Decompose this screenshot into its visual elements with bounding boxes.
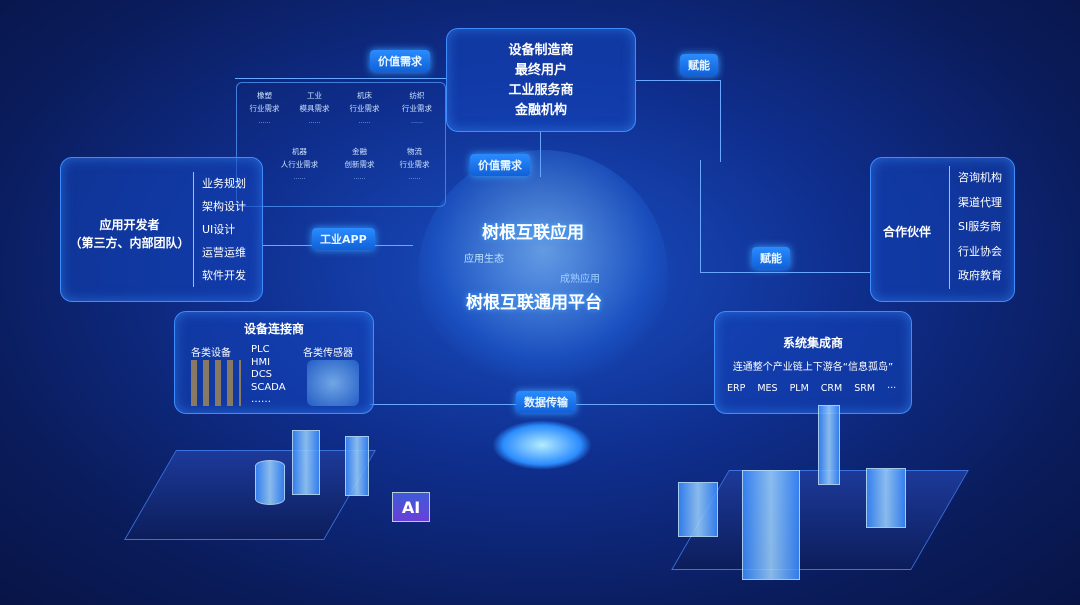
- protocol: ……: [251, 394, 271, 405]
- device-icons: [191, 360, 241, 406]
- developer-box: 应用开发者 （第三方、内部团队） 业务规划 架构设计 UI设计 运营运维 软件开…: [60, 157, 263, 302]
- need-cell: 物流行业需求 ……: [387, 145, 442, 184]
- need-cell: 橡塑行业需求 ……: [242, 89, 287, 128]
- connector: [345, 78, 346, 79]
- system: CRM: [820, 383, 843, 394]
- building: [255, 460, 285, 505]
- need-title: 橡塑: [257, 91, 272, 100]
- need-title: 机器: [292, 147, 307, 156]
- developer-title: 应用开发者: [99, 218, 160, 232]
- system: SRM: [854, 383, 876, 394]
- integrator-desc: 连通整个产业链上下游各“信息孤岛”: [732, 362, 894, 373]
- system: PLM: [789, 383, 809, 394]
- need-desc: ……: [353, 174, 366, 181]
- need-title: 物流: [407, 147, 422, 156]
- value-demand-tag: 价值需求: [470, 154, 530, 176]
- building: [292, 430, 320, 495]
- platform-globe: [418, 150, 668, 400]
- eco-label: 应用生态: [464, 254, 504, 265]
- developer-item: 架构设计: [202, 200, 246, 213]
- sensor-image: [307, 360, 359, 406]
- need-cell: 机床行业需求 ……: [342, 89, 387, 128]
- need-cell: 纺织行业需求 ……: [392, 89, 442, 128]
- need-sub: 创新需求: [344, 160, 375, 169]
- need-sub: 行业需求: [249, 104, 280, 113]
- need-sub: 模具需求: [299, 104, 330, 113]
- need-desc: ……: [258, 118, 271, 125]
- empower-tag: 赋能: [752, 247, 790, 269]
- protocol: DCS: [251, 369, 273, 380]
- need-desc: ……: [308, 118, 321, 125]
- data-hub: [492, 420, 592, 470]
- partner-title: 合作伙伴: [883, 225, 932, 239]
- platform-title: 树根互联通用平台: [466, 293, 602, 313]
- app-title: 树根互联应用: [482, 223, 584, 243]
- building: [345, 436, 369, 496]
- protocol: PLC: [251, 344, 270, 355]
- need-title: 工业: [307, 91, 322, 100]
- need-title: 纺织: [409, 91, 425, 100]
- value-demand-tag: 价值需求: [370, 50, 430, 72]
- data-transfer-tag: 数据传输: [516, 391, 576, 413]
- partner-item: 渠道代理: [958, 195, 1002, 209]
- need-cell: 工业模具需求 ……: [292, 89, 337, 128]
- partner-box: 合作伙伴 咨询机构 渠道代理 SI服务商 行业协会 政府教育: [870, 157, 1015, 302]
- connector: [636, 80, 721, 81]
- need-desc: ……: [411, 118, 423, 125]
- connector: [720, 80, 721, 162]
- need-sub: 行业需求: [402, 104, 432, 113]
- partner-item: SI服务商: [958, 220, 1002, 233]
- need-desc: ……: [293, 174, 306, 181]
- mature-label: 成熟应用: [560, 274, 600, 285]
- stakeholder: 工业服务商: [508, 83, 574, 98]
- developer-subtitle: （第三方、内部团队）: [69, 236, 190, 250]
- connector: [700, 272, 870, 273]
- device-title: 设备连接商: [243, 322, 304, 336]
- city-platform-left: [124, 450, 376, 540]
- stakeholder: 最终用户: [514, 63, 567, 78]
- need-title: 金融: [352, 147, 367, 156]
- need-sub: 人行业需求: [280, 160, 319, 169]
- need-cell: 机器人行业需求 ……: [272, 145, 327, 184]
- device-box: 设备连接商 各类设备 PLC HMI DCS SCADA …… 各类传感器: [174, 311, 374, 414]
- protocol: HMI: [251, 356, 271, 368]
- need-sub: 行业需求: [349, 104, 380, 113]
- stakeholder: 设备制造商: [508, 43, 574, 58]
- system: ERP: [727, 383, 746, 394]
- integrator-box: 系统集成商 连通整个产业链上下游各“信息孤岛” ERP MES PLM CRM …: [714, 311, 912, 414]
- device-col1: 各类设备: [191, 348, 231, 359]
- building: [742, 470, 800, 580]
- building: [866, 468, 906, 528]
- integrator-title: 系统集成商: [782, 336, 843, 350]
- need-desc: ……: [408, 174, 421, 181]
- partner-item: 咨询机构: [958, 171, 1002, 184]
- system: ···: [887, 383, 897, 394]
- industrial-app-tag: 工业APP: [312, 228, 375, 250]
- need-desc: ……: [358, 118, 371, 125]
- need-cell: 金融创新需求 ……: [332, 145, 387, 184]
- empower-tag: 赋能: [680, 54, 718, 76]
- building: [818, 405, 840, 485]
- connector: [235, 78, 447, 79]
- system: MES: [757, 383, 778, 394]
- partner-item: 政府教育: [958, 269, 1002, 282]
- connector: [700, 160, 701, 272]
- industry-needs-grid: 橡塑行业需求 …… 工业模具需求 …… 机床行业需求 …… 纺织行业需求 …… 机器人行…: [236, 82, 446, 207]
- developer-item: 业务规划: [202, 177, 246, 190]
- stakeholder: 金融机构: [514, 103, 567, 118]
- building: [678, 482, 718, 537]
- need-title: 机床: [357, 91, 372, 100]
- stakeholders-box: 设备制造商 最终用户 工业服务商 金融机构: [446, 28, 636, 132]
- developer-item: UI设计: [202, 223, 236, 236]
- developer-item: 软件开发: [202, 269, 246, 282]
- need-sub: 行业需求: [399, 160, 430, 169]
- developer-item: 运营运维: [202, 246, 246, 259]
- protocol: SCADA: [251, 381, 286, 393]
- device-col3: 各类传感器: [303, 348, 353, 359]
- partner-item: 行业协会: [958, 244, 1002, 258]
- ai-chip: AI: [392, 492, 430, 522]
